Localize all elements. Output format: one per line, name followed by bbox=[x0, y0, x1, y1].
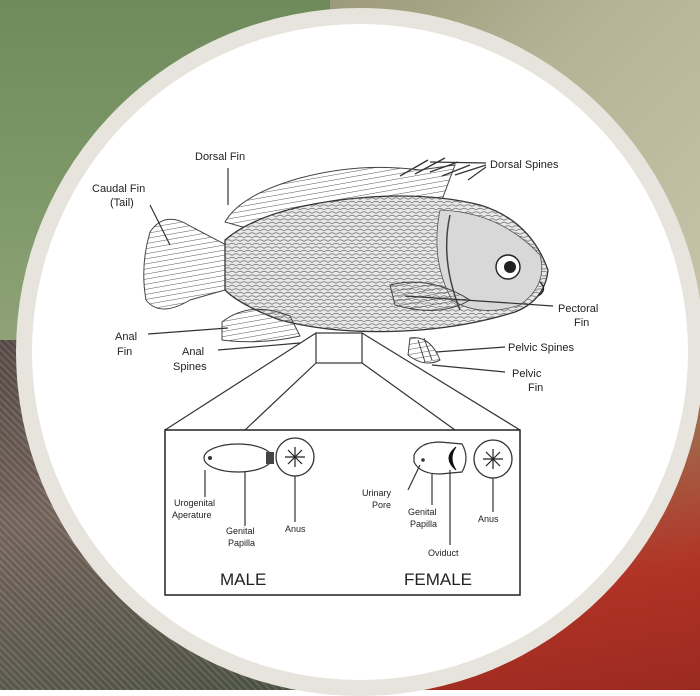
male-label-papilla: Papilla bbox=[228, 538, 255, 548]
anus-star-icon bbox=[285, 447, 305, 467]
male-label-urogenital: Urogenital bbox=[174, 498, 215, 508]
label-pelvic: Pelvic bbox=[512, 368, 542, 380]
label-dorsal-spines: Dorsal Spines bbox=[490, 159, 559, 171]
male-label-genital: Genital bbox=[226, 526, 255, 536]
female-title: FEMALE bbox=[404, 570, 472, 589]
label-anal-spines-2: Spines bbox=[173, 361, 207, 373]
male-label-anus: Anus bbox=[285, 524, 306, 534]
male-title: MALE bbox=[220, 570, 266, 589]
female-label-papilla: Papilla bbox=[410, 519, 437, 529]
anus-star-icon bbox=[483, 449, 503, 469]
label-dorsal-fin: Dorsal Fin bbox=[195, 151, 245, 163]
female-label-genital: Genital bbox=[408, 507, 437, 517]
label-pectoral: Pectoral bbox=[558, 303, 598, 315]
female-label-anus: Anus bbox=[478, 514, 499, 524]
label-anal: Anal bbox=[115, 331, 137, 343]
label-pectoral-fin: Fin bbox=[574, 317, 589, 329]
label-anal-spines-1: Anal bbox=[182, 346, 204, 358]
label-caudal-fin: Caudal Fin bbox=[92, 183, 145, 195]
female-label-urinary: Urinary bbox=[362, 488, 392, 498]
label-anal-fin: Fin bbox=[117, 346, 132, 358]
label-caudal-fin-tail: (Tail) bbox=[110, 197, 134, 209]
label-pelvic-spines: Pelvic Spines bbox=[508, 342, 575, 354]
male-label-aperature: Aperature bbox=[172, 510, 212, 520]
female-label-pore: Pore bbox=[372, 500, 391, 510]
fish-illustration bbox=[144, 158, 548, 363]
label-pelvic-fin: Fin bbox=[528, 382, 543, 394]
female-label-oviduct: Oviduct bbox=[428, 548, 459, 558]
